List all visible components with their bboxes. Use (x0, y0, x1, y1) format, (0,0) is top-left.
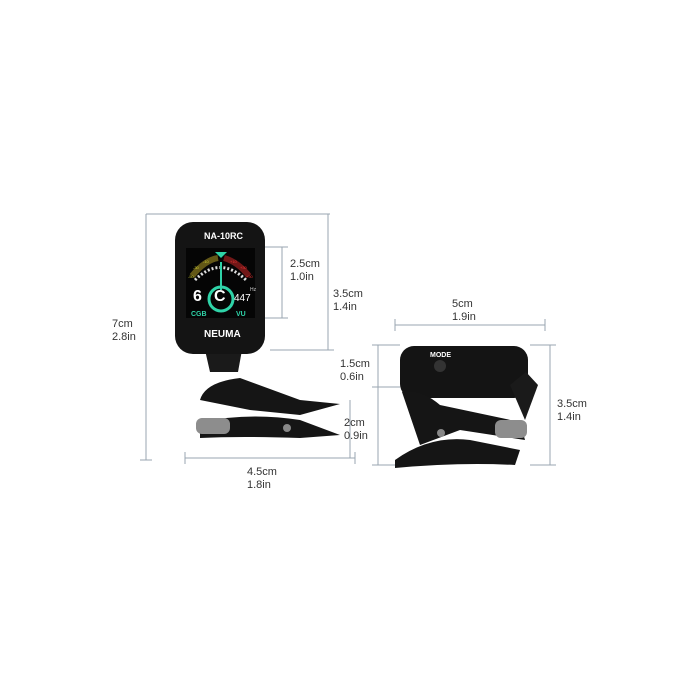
frequency-display: 447 (234, 293, 251, 304)
string-number: 6 (193, 288, 202, 305)
mode-button-label: MODE (430, 352, 451, 359)
scale-tick: +50 (246, 274, 253, 279)
dim-cm: 2.5cm (290, 258, 320, 270)
dim-cm: 1.5cm (340, 358, 370, 370)
brand-logo: NEUMA (204, 329, 241, 340)
dim-cm: 3.5cm (333, 288, 363, 300)
dimension-lines (140, 213, 556, 466)
dim-cm: 5cm (452, 298, 473, 310)
dim-in: 1.4in (333, 301, 357, 313)
scale-tick: +10 (230, 259, 237, 264)
dim-in: 0.9in (344, 430, 368, 442)
dim-in: 1.0in (290, 271, 314, 283)
scale-tick: -30 (193, 265, 199, 270)
dim-cm: 2cm (344, 417, 365, 429)
dim-in: 1.4in (557, 411, 581, 423)
dim-cm: 7cm (112, 318, 133, 330)
dim-in: 0.6in (340, 371, 364, 383)
hz-label: Hz (250, 287, 257, 293)
front-tuner (175, 222, 340, 438)
scale-tick: -10 (203, 259, 209, 264)
scale-tick: +30 (240, 265, 247, 270)
scale-tick: -50 (188, 274, 194, 279)
note-display: C (214, 288, 226, 305)
vu-label: VU (236, 311, 246, 318)
dim-cm: 4.5cm (247, 466, 277, 478)
mode-label: CGB (191, 311, 207, 318)
dim-cm: 3.5cm (557, 398, 587, 410)
side-tuner (395, 346, 538, 468)
dim-in: 1.8in (247, 479, 271, 491)
model-label: NA-10RC (204, 231, 244, 241)
dim-in: 1.9in (452, 311, 476, 323)
dim-in: 2.8in (112, 331, 136, 343)
